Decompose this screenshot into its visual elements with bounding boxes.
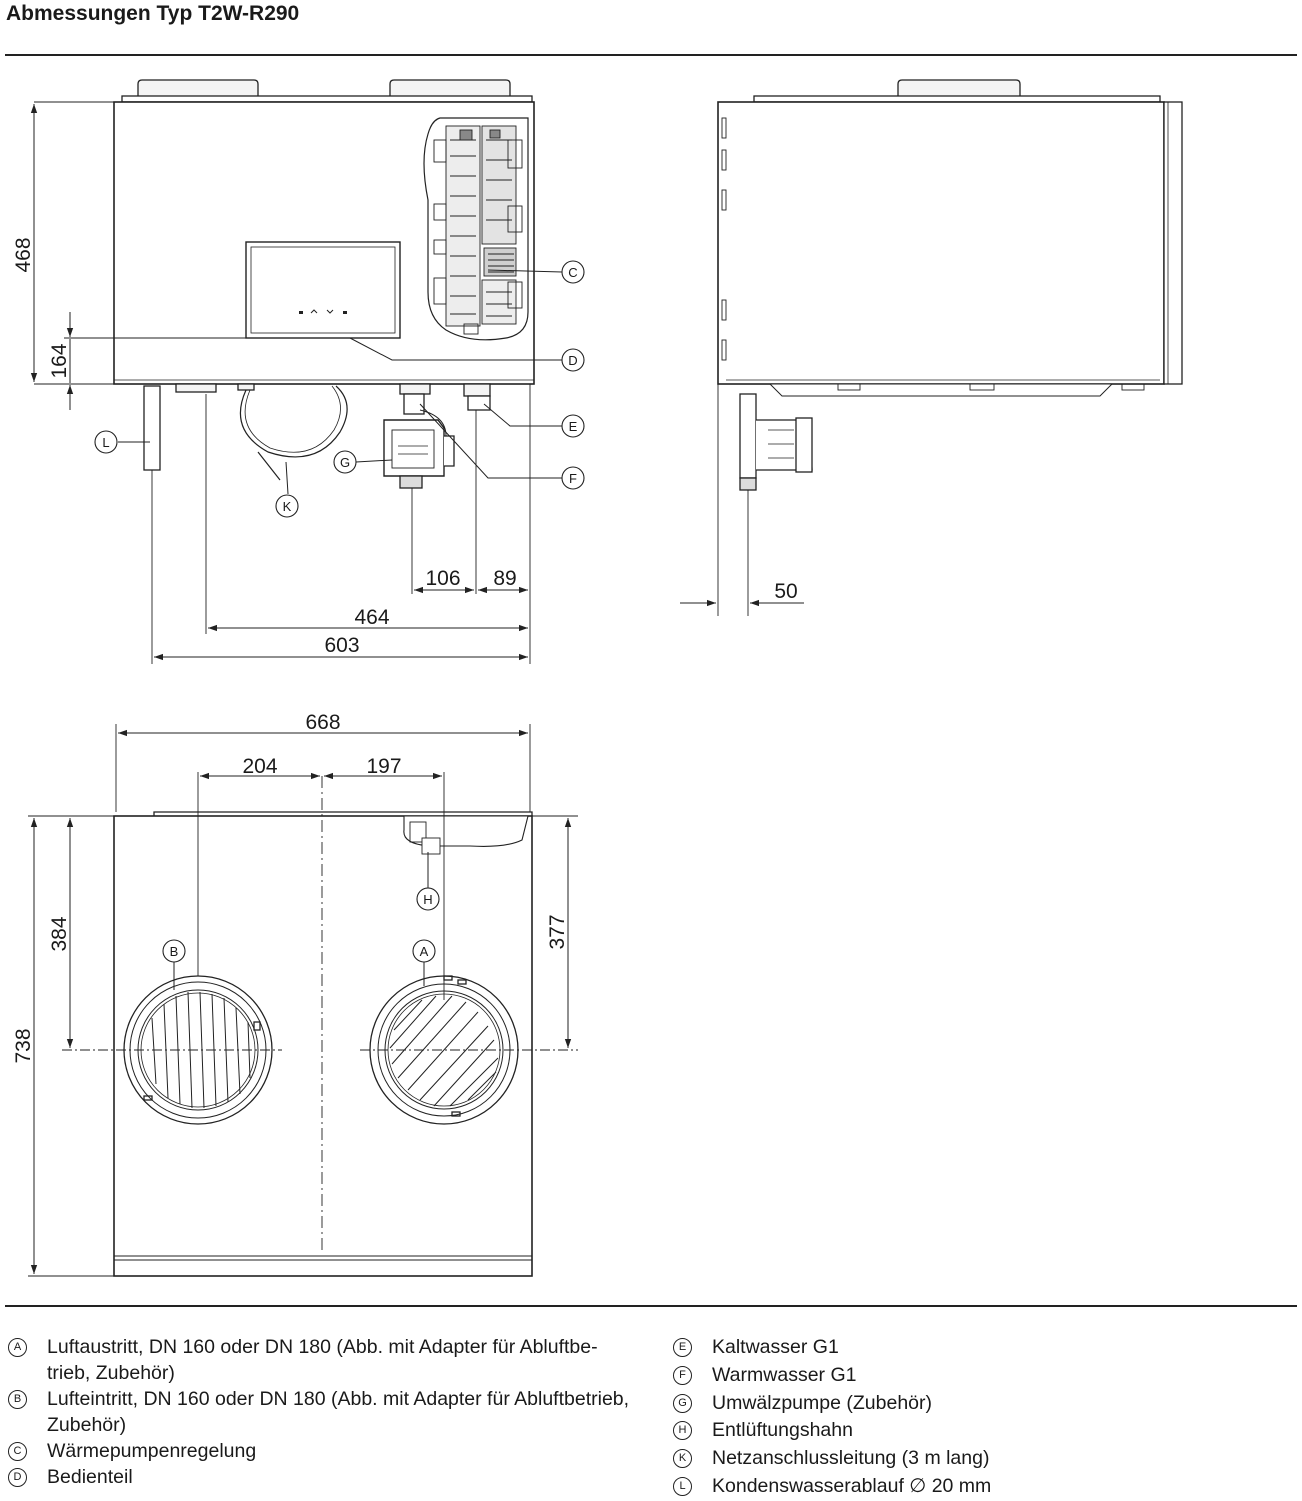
dim-197: 197 — [366, 755, 401, 778]
marker-k: K — [275, 494, 299, 518]
legend-divider — [5, 1305, 1297, 1307]
dim-89: 89 — [493, 567, 516, 590]
marker-d: D — [561, 348, 585, 372]
dim-50: 50 — [774, 580, 797, 603]
dim-377: 377 — [546, 914, 569, 949]
dim-384: 384 — [48, 916, 71, 951]
legend-text: Umwälzpumpe (Zubehör) — [712, 1391, 932, 1414]
legend-item-h: H Entlüftungshahn — [673, 1417, 991, 1445]
legend-text: Kaltwasser G1 — [712, 1336, 839, 1358]
legend-item-a: A Luftaustritt, DN 160 oder DN 180 (Abb.… — [8, 1334, 632, 1386]
marker-a: A — [412, 939, 436, 963]
legend-text: Netzanschlussleitung (3 m lang) — [712, 1447, 990, 1470]
dim-668: 668 — [305, 711, 340, 734]
svg-text:G: G — [340, 455, 350, 470]
top-view — [28, 724, 578, 1277]
svg-text:H: H — [423, 892, 432, 907]
legend-text: Bedienteil — [47, 1466, 133, 1488]
page-title: Abmessungen Typ T2W-R290 — [6, 2, 300, 25]
marker-h: H — [416, 887, 440, 911]
legend-left: A Luftaustritt, DN 160 oder DN 180 (Abb.… — [8, 1334, 632, 1490]
marker-f: F — [561, 466, 585, 490]
pump-side-view — [739, 393, 813, 491]
legend-marker: A — [8, 1338, 27, 1357]
dim-106: 106 — [425, 567, 460, 590]
legend-item-f: F Warmwasser G1 — [673, 1362, 991, 1390]
marker-l: L — [94, 430, 118, 454]
legend-marker: L — [673, 1476, 692, 1496]
legend-item-b: B Lufteintritt, DN 160 oder DN 180 (Abb.… — [8, 1386, 632, 1438]
dimension-labels: 468 164 106 89 464 603 50 668 204 197 73… — [12, 237, 798, 1063]
svg-text:K: K — [283, 499, 292, 514]
legend-item-c: C Wärmepumpenregelung — [8, 1438, 632, 1464]
svg-text:A: A — [420, 944, 429, 959]
svg-text:D: D — [568, 353, 577, 368]
side-view — [680, 79, 1183, 616]
legend-item-l: L Kondenswasserablauf ∅ 20 mm — [673, 1473, 991, 1501]
dim-164: 164 — [48, 343, 71, 378]
legend-marker: E — [673, 1338, 692, 1357]
svg-text:E: E — [569, 419, 578, 434]
marker-c: C — [561, 260, 585, 284]
legend-marker: G — [673, 1393, 692, 1413]
dim-738: 738 — [12, 1028, 35, 1063]
svg-text:F: F — [569, 471, 577, 486]
legend-marker: B — [8, 1390, 27, 1409]
legend-marker: F — [673, 1365, 692, 1385]
legend-item-k: K Netzanschlussleitung (3 m lang) — [673, 1445, 991, 1473]
svg-text:B: B — [170, 944, 179, 959]
legend-item-e: E Kaltwasser G1 — [673, 1334, 991, 1362]
marker-g: G — [333, 450, 357, 474]
dim-468: 468 — [12, 237, 35, 272]
markers: C D E F G L K B A H — [94, 260, 585, 963]
top-divider — [5, 54, 1297, 56]
svg-text:C: C — [568, 265, 577, 280]
dim-603: 603 — [324, 634, 359, 657]
front-view — [30, 79, 563, 664]
marker-b: B — [162, 939, 186, 963]
legend-text: Kondenswasserablauf ∅ 20 mm — [712, 1474, 992, 1497]
dim-204: 204 — [242, 755, 277, 778]
dim-464: 464 — [354, 606, 389, 629]
legend-text: Entlüftungshahn — [712, 1419, 853, 1442]
legend-marker: D — [8, 1468, 27, 1487]
legend-item-d: D Bedienteil — [8, 1464, 632, 1490]
legend-text: Luftaustritt, DN 160 oder DN 180 (Abb. m… — [47, 1336, 598, 1384]
legend-right: E Kaltwasser G1 F Warmwasser G1 G Umwälz… — [673, 1334, 991, 1501]
legend-item-g: G Umwälzpumpe (Zubehör) — [673, 1390, 991, 1418]
legend-text: Wärmepumpenregelung — [47, 1440, 257, 1462]
legend-marker: H — [673, 1421, 692, 1441]
legend-text: Lufteintritt, DN 160 oder DN 180 (Abb. m… — [47, 1388, 630, 1436]
svg-text:L: L — [102, 435, 109, 450]
legend-text: Warmwasser G1 — [712, 1363, 857, 1386]
legend-marker: K — [673, 1449, 692, 1469]
marker-e: E — [561, 414, 585, 438]
legend-marker: C — [8, 1442, 27, 1461]
circulation-pump — [383, 393, 491, 489]
